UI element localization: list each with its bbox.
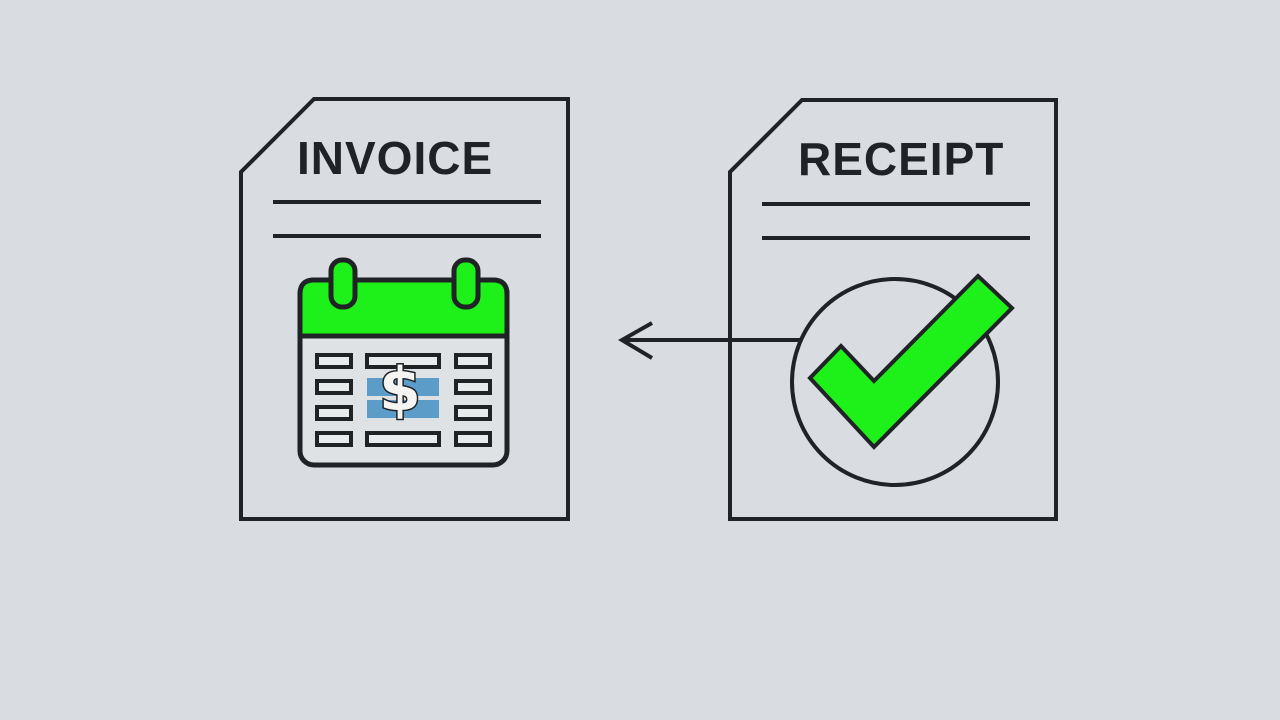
invoice-title: INVOICE (297, 132, 494, 184)
receipt-title: RECEIPT (798, 133, 1005, 185)
checkmark-circle-icon (790, 273, 1015, 487)
dollar-sign-icon: $ (378, 354, 423, 427)
arrow-left-icon (618, 321, 800, 360)
calendar-dollar-icon (297, 257, 510, 468)
